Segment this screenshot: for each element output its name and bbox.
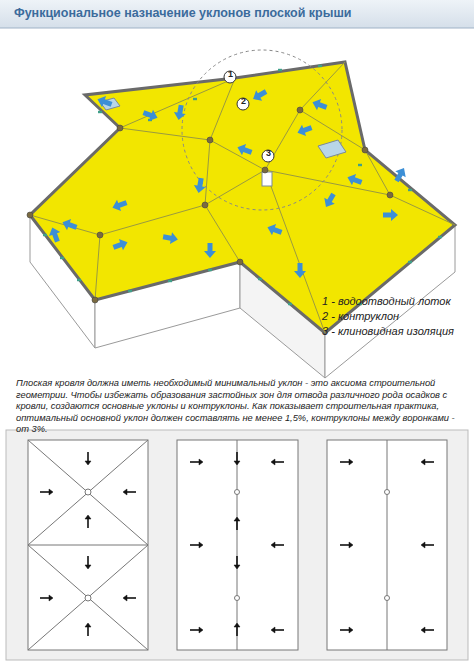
callout-circles (224, 71, 274, 162)
caption: Плоская кровля должна иметь необходимый … (16, 378, 460, 436)
callout-number: 2 (240, 97, 247, 106)
title: Функциональное назначение уклонов плоско… (14, 6, 352, 20)
plan-lines (28, 440, 387, 650)
legend-line: 3 - клиновидная изоляция (322, 326, 454, 337)
plan-funnels (85, 489, 390, 601)
callout-number: 1 (227, 70, 234, 79)
parapet (30, 62, 455, 333)
legend-line: 1 - водоотводный лоток (322, 296, 451, 307)
ridge-lines (30, 62, 455, 333)
detail-circle (182, 50, 342, 210)
title-rule (0, 28, 474, 29)
plan-arrows (40, 452, 434, 636)
roof-surface (30, 62, 455, 333)
plan-rects (28, 440, 447, 650)
callout-number: 3 (265, 149, 272, 158)
drain-funnels (27, 107, 393, 303)
legend-line: 2 - контруклон (322, 311, 399, 322)
title-bar (0, 0, 474, 28)
skylights (100, 98, 346, 186)
plan-panel (6, 430, 468, 660)
flow-arrows (47, 86, 410, 278)
gutter-marks (43, 65, 442, 305)
